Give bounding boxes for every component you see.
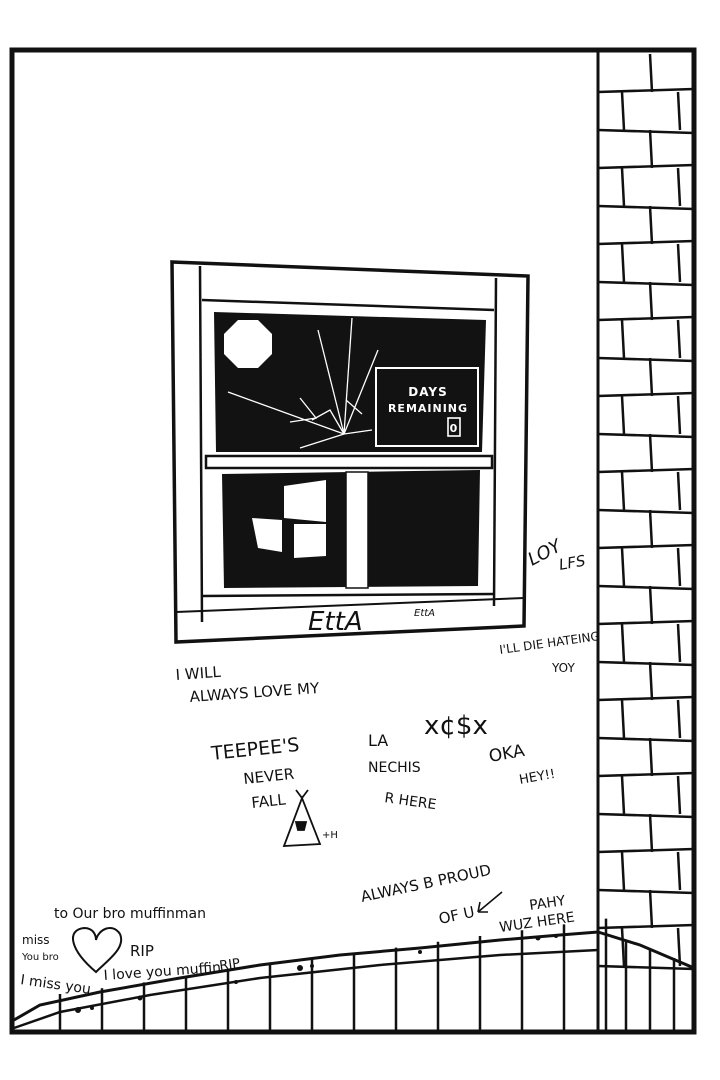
graffiti-ill-die-2: YOY — [551, 661, 575, 675]
graffiti-rip-1: RIP — [130, 942, 154, 960]
graffiti-miss: miss — [22, 933, 50, 947]
sign-line-2: REMAINING — [388, 402, 468, 415]
glass-cracks — [227, 317, 379, 449]
teepee-drawing — [282, 789, 322, 847]
graffiti-muffinman: to Our bro muffinman — [54, 906, 206, 922]
graffiti-pahy: PAHY — [528, 893, 567, 914]
graffiti-teepee-mark: +H — [322, 830, 338, 841]
graffiti-fall: FALL — [251, 790, 288, 812]
graffiti-hey: HEY!! — [518, 767, 556, 788]
graffiti-r-here: R HERE — [383, 790, 437, 813]
graffiti-la: LA — [368, 731, 388, 750]
brick-wall — [596, 50, 694, 1032]
sign-counter: 0 — [450, 422, 459, 435]
moon-shape — [224, 320, 272, 368]
graffiti-etta-big: EttA — [308, 607, 363, 637]
days-remaining-sign: DAYS REMAINING 0 — [375, 367, 479, 447]
window: DAYS REMAINING 0 — [170, 260, 530, 644]
graffiti-etta-small: EttA — [414, 608, 435, 619]
baseboard — [13, 918, 694, 1032]
heart-drawing — [72, 926, 123, 974]
graffiti-you-bro: You bro — [21, 952, 59, 963]
panel-border — [9, 47, 697, 1035]
sign-line-1: DAYS — [408, 385, 447, 399]
graffiti-lfs-tag: LFS — [558, 552, 588, 574]
graffiti-nechis: NECHIS — [368, 760, 421, 776]
graffiti-i-will: I WILL — [175, 663, 222, 684]
graffiti-money: x¢$x — [424, 711, 488, 741]
graffiti-rip-2: RIP — [218, 956, 241, 974]
graffiti-never: NEVER — [243, 765, 295, 788]
